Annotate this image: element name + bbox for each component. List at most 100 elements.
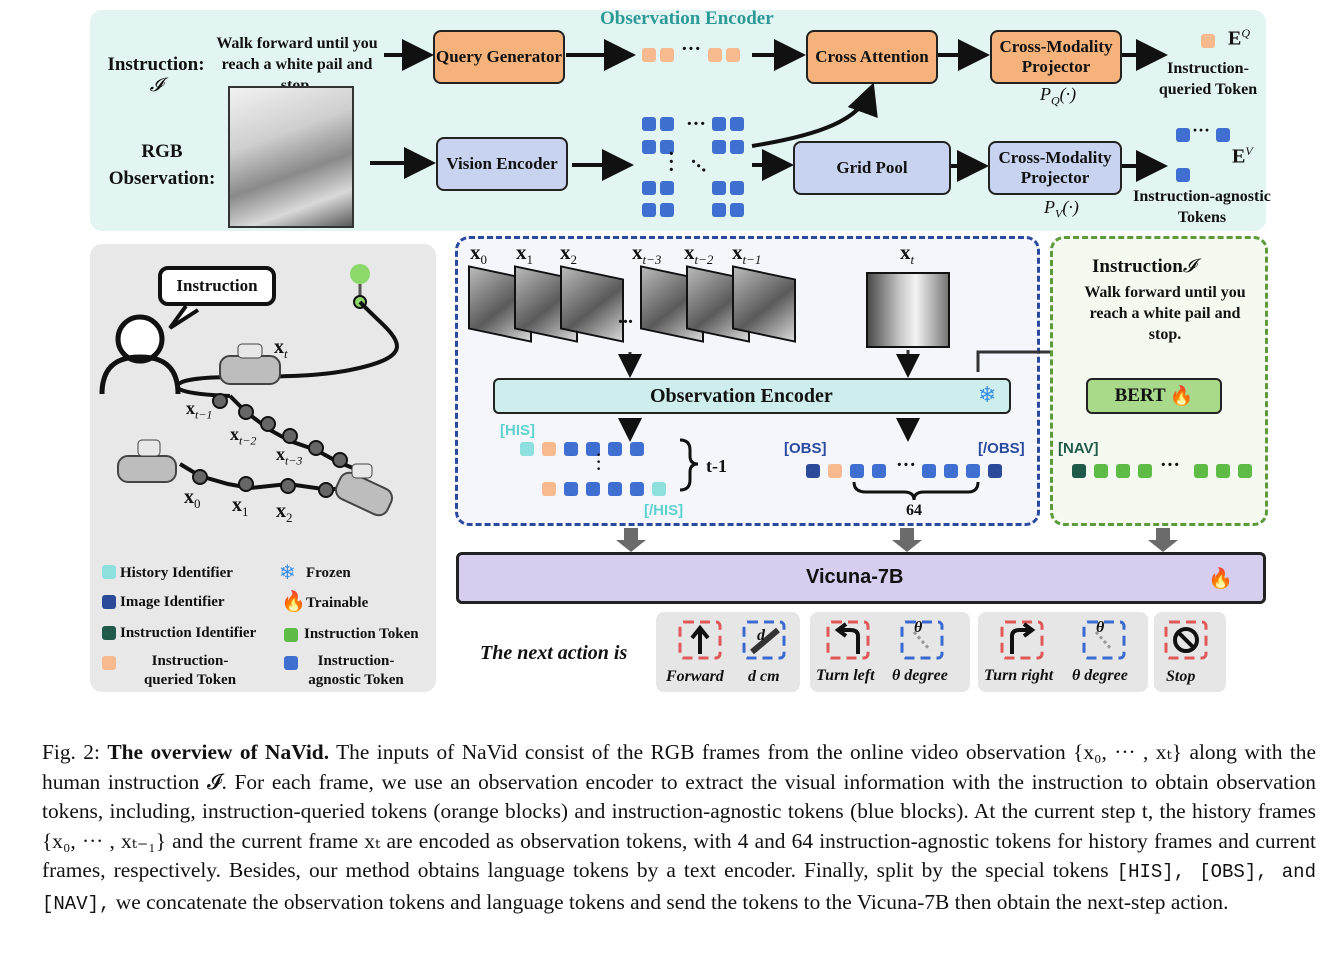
agnostic-token — [660, 181, 674, 195]
his-open: [HIS] — [500, 422, 535, 439]
action-turn-right-label: Turn right — [984, 667, 1054, 684]
agnostic-token — [712, 203, 726, 217]
agnostic-token — [730, 140, 744, 154]
agnostic-token — [660, 140, 674, 154]
agnostic-token — [944, 464, 958, 478]
agnostic-token — [642, 181, 656, 195]
agnostic-token — [712, 117, 726, 131]
query-generator-box: Query Generator — [433, 30, 565, 84]
projector-q-box: Cross-Modality Projector — [990, 30, 1122, 84]
frame-xt — [866, 272, 950, 348]
projector-v-fn: PV(·) — [1044, 197, 1079, 221]
instruction-token — [1116, 464, 1130, 478]
agnostic-token — [642, 117, 656, 131]
nav-token-label: [NAV] — [1058, 440, 1099, 457]
ev-token — [1176, 168, 1190, 182]
agnostic-token — [712, 140, 726, 154]
agnostic-token — [642, 140, 656, 154]
caption-tail: we concatenate the observation tokens an… — [115, 889, 1229, 914]
grid-pool-box: Grid Pool — [793, 141, 951, 195]
instruction-panel-title: Instruction𝓘 — [1092, 256, 1196, 277]
vicuna-arrows — [616, 528, 1178, 552]
legend-frozen: Frozen — [306, 565, 351, 581]
eq-symbol: EQ — [1228, 26, 1251, 50]
label-xt-3: xt−3 — [276, 444, 303, 468]
action-forward-label: Forward — [666, 668, 724, 685]
rgb-observation-image — [228, 86, 354, 228]
obs-open: [OBS] — [784, 440, 827, 457]
ellipsis: ... — [618, 306, 633, 328]
instruction-label: Instruction: 𝓘 — [107, 54, 205, 96]
legend-instruction-token: Instruction Token — [304, 626, 419, 642]
agnostic-token — [712, 181, 726, 195]
legend-image: Image Identifier — [120, 594, 225, 610]
instruction-panel-text: Walk forward until you reach a white pai… — [1084, 284, 1246, 343]
instruction-token — [1216, 464, 1230, 478]
action-turn-left-label: Turn left — [816, 667, 875, 684]
his-token — [652, 482, 666, 496]
frame-label-xt-3: xt−3 — [632, 240, 662, 268]
agnostic-token — [564, 482, 578, 496]
legend-queried: Instruction-queried Token — [143, 653, 237, 688]
queried-token — [542, 442, 556, 456]
ellipsis: ··· — [681, 38, 702, 60]
svg-text:d: d — [757, 627, 766, 644]
queried-token — [726, 48, 740, 62]
legend-agnostic: Instruction-agnostic Token — [308, 653, 404, 688]
observation-encoder-bar-label: Observation Encoder — [650, 385, 833, 407]
legend-trainable: Trainable — [306, 595, 369, 611]
caption-label: Fig. 2: — [42, 740, 100, 764]
svg-text:θ: θ — [914, 619, 923, 636]
label-xt-2: xt−2 — [230, 424, 257, 448]
queried-token — [828, 464, 842, 478]
instruction-bubble: Instruction — [158, 266, 276, 306]
legend-swatch-queried — [102, 656, 116, 670]
eq-label: Instruction-queried Token — [1158, 60, 1258, 98]
ellipsis: ··· — [668, 143, 675, 181]
frame-label-xt: xt — [900, 240, 915, 268]
flame-icon: 🔥 — [1169, 386, 1194, 407]
queried-token — [660, 48, 674, 62]
frame-label-xt-1: xt−1 — [732, 240, 762, 268]
frame-label-x2: x2 — [560, 240, 577, 268]
legend-instruction-id: Instruction Identifier — [120, 625, 257, 641]
ellipsis: ··· — [686, 113, 707, 135]
agnostic-token — [730, 117, 744, 131]
queried-token — [542, 482, 556, 496]
action-icons: d θ θ — [678, 619, 1208, 660]
frame-label-x1: x1 — [516, 240, 533, 268]
caption-title: The overview of NaVid. — [107, 740, 330, 764]
bert-box: BERT🔥 — [1086, 378, 1222, 414]
agnostic-token — [660, 203, 674, 217]
ev-symbol: EV — [1232, 144, 1253, 168]
label-x0: x0 — [184, 486, 201, 511]
agnostic-token — [630, 482, 644, 496]
agnostic-token — [630, 442, 644, 456]
instruction-token — [1094, 464, 1108, 478]
action-stop-label: Stop — [1166, 668, 1196, 685]
agnostic-token — [642, 203, 656, 217]
observation-encoder-bar — [493, 378, 1011, 414]
legend-swatch-image — [102, 595, 116, 609]
agnostic-token — [660, 117, 674, 131]
agnostic-token — [730, 203, 744, 217]
frame-label-x0: x0 — [470, 240, 487, 268]
instruction-token — [1194, 464, 1208, 478]
label-xt: xt — [274, 336, 288, 361]
flame-icon: 🔥 — [281, 589, 306, 613]
agnostic-token — [608, 442, 622, 456]
ellipsis: ··· — [1192, 120, 1211, 140]
action-forward-param: d cm — [748, 668, 780, 685]
obs-token — [988, 464, 1002, 478]
rgb-observation-label: RGB Observation: — [108, 141, 216, 189]
nav-token — [1072, 464, 1086, 478]
caption-tokens: [HIS], [OBS], and [NAV], — [42, 861, 1316, 915]
caption-body: The inputs of NaVid consist of the RGB f… — [42, 740, 1316, 882]
projector-q-fn: PQ(·) — [1040, 84, 1077, 108]
agnostic-token — [608, 482, 622, 496]
his-token — [520, 442, 534, 456]
ellipsis: ··· — [596, 447, 602, 478]
legend-history: History Identifier — [120, 565, 233, 581]
his-count: t-1 — [706, 456, 727, 476]
next-action-label: The next action is — [480, 642, 628, 664]
